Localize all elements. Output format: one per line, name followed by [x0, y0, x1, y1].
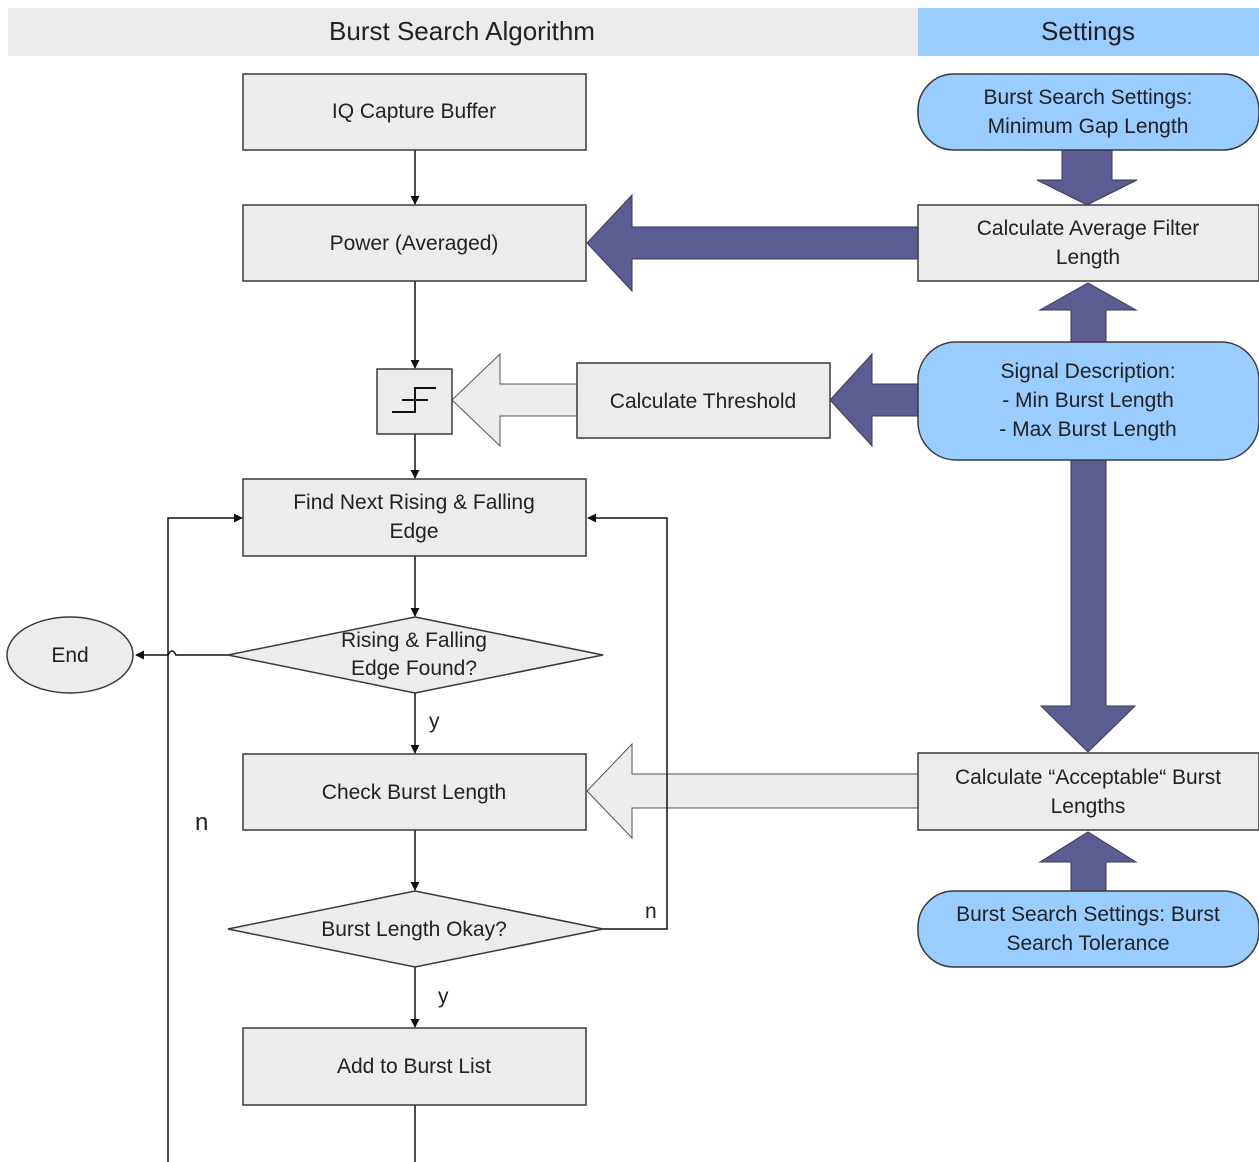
connector-edgefound-to-end	[135, 650, 228, 660]
iq-capture-box	[242, 73, 587, 151]
calc-acceptable-box	[917, 752, 1259, 831]
length-ok-no-label: n	[645, 900, 657, 923]
edge-found-decision	[227, 616, 604, 694]
add-list-label: Add to Burst List	[337, 1055, 491, 1078]
end-label: End	[51, 644, 88, 667]
settings-tolerance-box	[917, 890, 1259, 968]
find-edge-label-line1: Find Next Rising & Falling	[293, 491, 535, 514]
arrow-signal-to-acceptable	[1039, 459, 1137, 753]
algorithm-header-title: Burst Search Algorithm	[329, 16, 595, 46]
signal-description-box	[917, 341, 1259, 461]
settings-header-bar	[918, 8, 1259, 56]
arrow-filter-to-power	[586, 193, 919, 293]
power-label: Power (Averaged)	[330, 232, 499, 255]
settings-gap-label-line2: Minimum Gap Length	[988, 115, 1189, 138]
settings-gap-box	[917, 73, 1259, 151]
iq-capture-label: IQ Capture Buffer	[332, 100, 496, 123]
algorithm-header-bar	[8, 8, 918, 56]
power-box	[242, 204, 587, 282]
find-edge-box	[242, 478, 587, 557]
signal-desc-label-line1: Signal Description:	[1000, 360, 1175, 383]
connector-okay-no	[587, 513, 668, 930]
arrow-tolerance-to-acceptable	[1038, 831, 1138, 892]
arrow-signal-to-threshold	[829, 352, 919, 448]
edge-found-yes-label: y	[429, 710, 440, 733]
check-length-label: Check Burst Length	[322, 781, 506, 804]
calc-acceptable-label-line1: Calculate “Acceptable“ Burst	[955, 766, 1221, 789]
connector-loop-back	[167, 513, 243, 1162]
length-ok-yes-label: y	[438, 985, 449, 1008]
arrow-signal-to-filter	[1038, 282, 1138, 343]
loop-no-label: n	[195, 809, 208, 836]
hollow-arrow-acceptable-to-check	[586, 742, 919, 840]
threshold-step-icon	[392, 387, 436, 413]
settings-tol-label-line2: Search Tolerance	[1006, 932, 1169, 955]
length-ok-decision	[227, 890, 604, 968]
arrow-gap-to-filter	[1036, 149, 1138, 206]
signal-desc-label-line3: - Max Burst Length	[999, 418, 1176, 441]
check-length-box	[242, 753, 587, 831]
calc-acceptable-label-line2: Lengths	[1051, 795, 1126, 818]
find-edge-label-line2: Edge	[389, 520, 438, 543]
end-terminator	[6, 616, 134, 694]
settings-header-title: Settings	[1041, 16, 1135, 46]
edge-found-label-line2: Edge Found?	[351, 657, 477, 680]
calc-filter-label-line1: Calculate Average Filter	[977, 217, 1200, 240]
add-list-box	[242, 1027, 587, 1106]
calc-threshold-label: Calculate Threshold	[610, 390, 796, 413]
calc-filter-label-line2: Length	[1056, 246, 1120, 269]
hollow-arrow-threshold-to-comparator	[451, 352, 578, 448]
signal-desc-label-line2: - Min Burst Length	[1002, 389, 1174, 412]
calc-threshold-box	[576, 362, 831, 439]
edge-found-label-line1: Rising & Falling	[341, 629, 487, 652]
length-ok-label: Burst Length Okay?	[321, 918, 507, 941]
settings-tol-label-line1: Burst Search Settings: Burst	[956, 903, 1220, 926]
settings-gap-label-line1: Burst Search Settings:	[984, 86, 1193, 109]
calc-filter-box	[917, 204, 1259, 282]
